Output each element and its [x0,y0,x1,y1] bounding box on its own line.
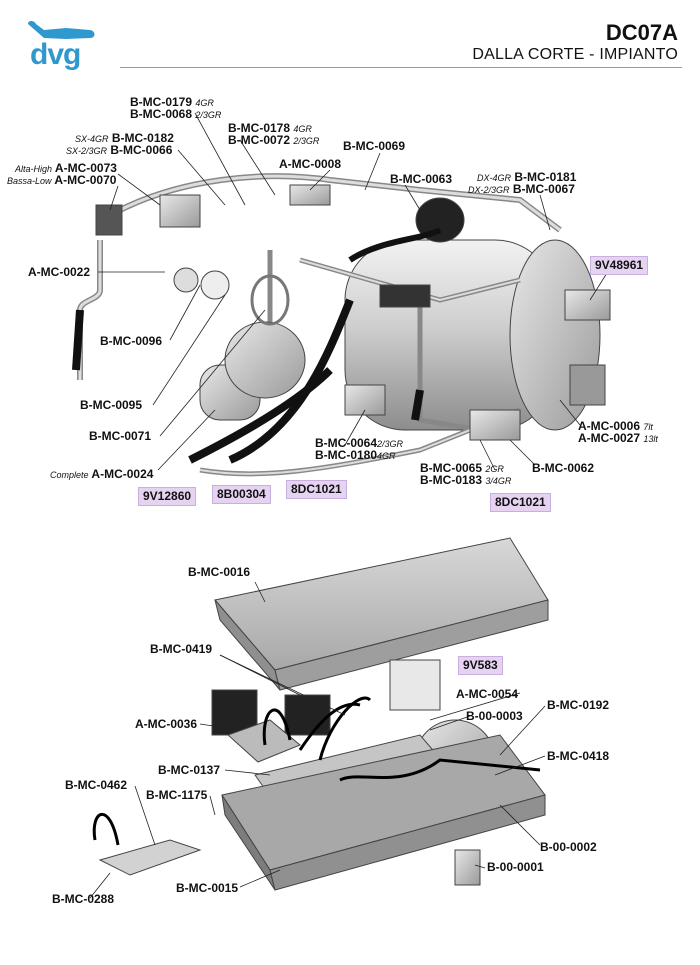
check-valve [289,184,331,206]
label-b-mc-0015: B-MC-0015 [176,881,239,895]
heat-sink-b [284,694,331,736]
label-b-mc-0065: B-MC-0065 2GR [420,461,504,475]
label-b-mc-0181: DX-4GR B-MC-0181 [477,170,577,184]
tag-8dc1021-b: 8DC1021 [490,493,551,512]
group-valve [379,284,431,308]
label-a-mc-0054: A-MC-0054 [456,687,519,701]
cables [92,696,541,846]
label-b-mc-0068: B-MC-0068 2/3GR [130,107,222,121]
heating-element [569,364,606,406]
label-b-mc-0066: SX-2/3GR B-MC-0066 [66,143,173,157]
label-a-mc-0070: Bassa-Low A-MC-0070 [7,173,117,187]
aux-board [98,839,202,876]
boiler-cap [415,197,465,243]
gauge-1 [173,267,199,293]
label-a-mc-0073: Alta-High A-MC-0073 [15,161,117,175]
level-probe [469,409,521,441]
label-b-mc-0462: B-MC-0462 [65,778,128,792]
electronics-box-assembly [98,537,549,891]
model-title: DC07A [605,20,678,45]
tag-9v48961: 9V48961 [590,256,649,275]
label-b-mc-0064: B-MC-00642/3GR [315,436,404,450]
label-b-mc-0069: B-MC-0069 [343,139,406,153]
label-a-mc-0008: A-MC-0008 [279,157,342,171]
label-b-mc-0183: B-MC-0183 3/4GR [420,473,512,487]
heat-exchanger-coil [250,274,290,326]
label-b-mc-0288: B-MC-0288 [52,892,115,906]
logo-text: dvg [30,38,81,71]
label-a-mc-0027: A-MC-0027 13lt [578,431,658,445]
label-b-mc-1175: B-MC-1175 [146,788,208,802]
label-b-mc-0071: B-MC-0071 [89,429,152,443]
label-b-mc-0096: B-MC-0096 [100,334,163,348]
label-b-00-0002: B-00-0002 [540,840,597,854]
safety-valve [564,289,611,321]
transformer-cube [389,659,441,711]
leader-lines-bottom [89,581,546,899]
boiler-assembly [72,173,611,477]
label-b-mc-0062: B-MC-0062 [532,461,595,475]
label-b-00-0001: B-00-0001 [487,860,544,874]
label-b-00-0003: B-00-0003 [466,709,523,723]
solenoid-valve [159,194,201,228]
subtitle: DALLA CORTE - IMPIANTO [472,46,678,63]
label-a-mc-0022: A-MC-0022 [28,265,91,279]
gauge-2 [200,270,230,300]
dvg-logo [28,21,95,39]
header-rule [120,67,682,68]
pressure-switch [95,204,123,236]
label-b-mc-0063: B-MC-0063 [390,172,453,186]
leader-lines-top [98,112,613,471]
label-b-mc-0182: SX-4GR B-MC-0182 [75,131,174,145]
label-b-mc-0072: B-MC-0072 2/3GR [228,133,320,147]
label-b-mc-0179: B-MC-0179 4GR [130,95,214,109]
label-b-mc-0419: B-MC-0419 [150,642,213,656]
tag-9v583: 9V583 [458,656,503,675]
label-b-mc-0178: B-MC-0178 4GR [228,121,312,135]
label-b-mc-0016: B-MC-0016 [188,565,251,579]
label-b-mc-0180: B-MC-01804GR [315,448,396,462]
label-b-mc-0192: B-MC-0192 [547,698,610,712]
label-a-mc-0006: A-MC-0006 7lt [578,419,653,433]
label-b-mc-0067: DX-2/3GR B-MC-0067 [468,182,575,196]
cable-gland [454,849,481,886]
tag-8dc1021-a: 8DC1021 [286,480,347,499]
label-b-mc-0137: B-MC-0137 [158,763,221,777]
label-a-mc-0036: A-MC-0036 [135,717,198,731]
label-b-mc-0418: B-MC-0418 [547,749,610,763]
tag-9v12860: 9V12860 [138,487,197,506]
label-b-mc-0095: B-MC-0095 [80,398,143,412]
tag-8b00304: 8B00304 [212,485,271,504]
pump-head [224,321,306,399]
label-a-mc-0024: Complete A-MC-0024 [50,467,154,481]
